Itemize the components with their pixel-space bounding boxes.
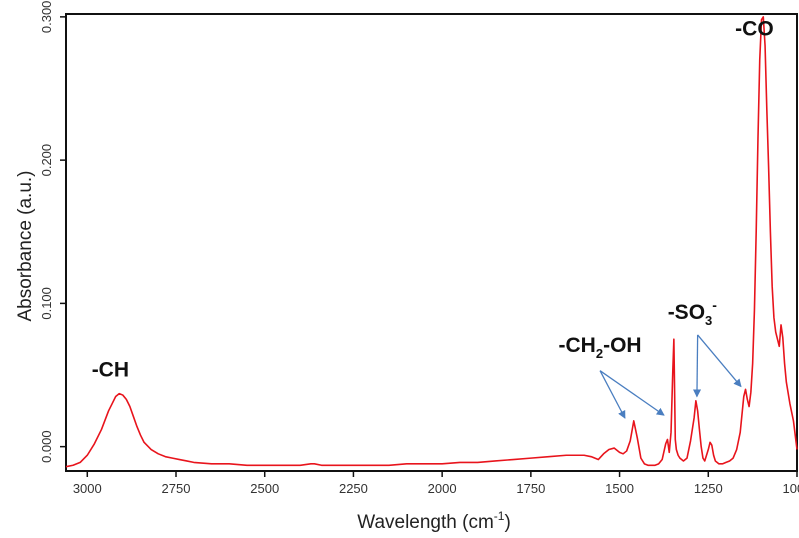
peak-annotation: -CO	[735, 17, 774, 40]
axes	[65, 13, 798, 472]
plot-frame	[65, 13, 798, 472]
annotations: -CH -CH2-OH -SO3- -CO	[92, 17, 774, 381]
x-axis-title-main: Wavelength (cm	[357, 512, 494, 533]
spectrum-line	[65, 16, 798, 468]
x-axis-title-tail: )	[504, 512, 510, 533]
x-tick-label: 1750	[516, 481, 545, 496]
x-tick-label: 3000	[73, 481, 102, 496]
x-tick-label: 2250	[339, 481, 368, 496]
peak-annotation: -SO3-	[668, 297, 718, 328]
annotation-arrow	[599, 370, 665, 416]
annotation-arrow	[693, 334, 702, 398]
x-tick-label: 2500	[250, 481, 279, 496]
x-tick-label: 1250	[694, 481, 723, 496]
x-axis-title-superscript: -1	[494, 509, 505, 523]
peak-annotation: -CH	[92, 358, 129, 381]
x-tick-label: 2750	[162, 481, 191, 496]
annotation-arrow	[599, 370, 626, 419]
y-axis-title: Absorbance (a.u.)	[15, 170, 36, 321]
y-tick-label: 0.000	[39, 430, 54, 463]
x-tick-label: 2000	[428, 481, 457, 496]
annotation-arrows	[599, 334, 742, 419]
y-tick-label: 0.200	[39, 144, 54, 177]
series	[65, 16, 798, 468]
annotation-arrow	[697, 334, 742, 388]
x-axis-title: Wavelength (cm-1)	[357, 509, 511, 533]
peak-annotation: -CH2-OH	[559, 334, 642, 361]
y-tick-label: 0.100	[39, 287, 54, 320]
y-tick-label: 0.300	[39, 1, 54, 34]
x-tick-label: 1500	[605, 481, 634, 496]
